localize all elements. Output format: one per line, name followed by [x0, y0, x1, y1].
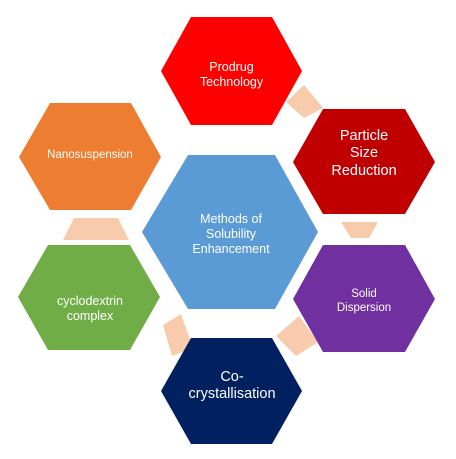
hexagon-center — [142, 155, 318, 309]
connector-cyclodextrin-nano — [63, 218, 129, 240]
hexagon-particle-size-reduction — [293, 109, 435, 214]
label-solid-dispersion: Solid Dispersion — [336, 288, 392, 314]
label-particle-size-reduction: Particle Size Reduction — [331, 127, 397, 179]
label-nanosuspension: Nanosuspension — [47, 149, 133, 162]
hexagon-co-crystallisation — [161, 338, 302, 444]
hexagon-solid-dispersion — [293, 245, 435, 352]
label-center-methods-of-solubility-enhancement: Methods of Solubility Enhancement — [192, 211, 270, 256]
connector-solid-cocrystal — [276, 316, 318, 356]
connector-cocrystal-cyclodextrin — [163, 314, 193, 356]
connector-particle-solid — [341, 222, 378, 238]
hexagon-nanosuspension — [19, 103, 161, 210]
hexagon-cyclodextrin-complex — [18, 245, 160, 350]
label-co-crystallisation: Co-crystallisation — [188, 368, 276, 402]
label-prodrug-technology: Prodrug Technology — [199, 60, 264, 89]
label-cyclodextrin-complex: cyclodextrin complex — [57, 294, 123, 323]
connector-prodrug-particle — [286, 85, 323, 118]
hexagon-prodrug — [161, 17, 302, 125]
